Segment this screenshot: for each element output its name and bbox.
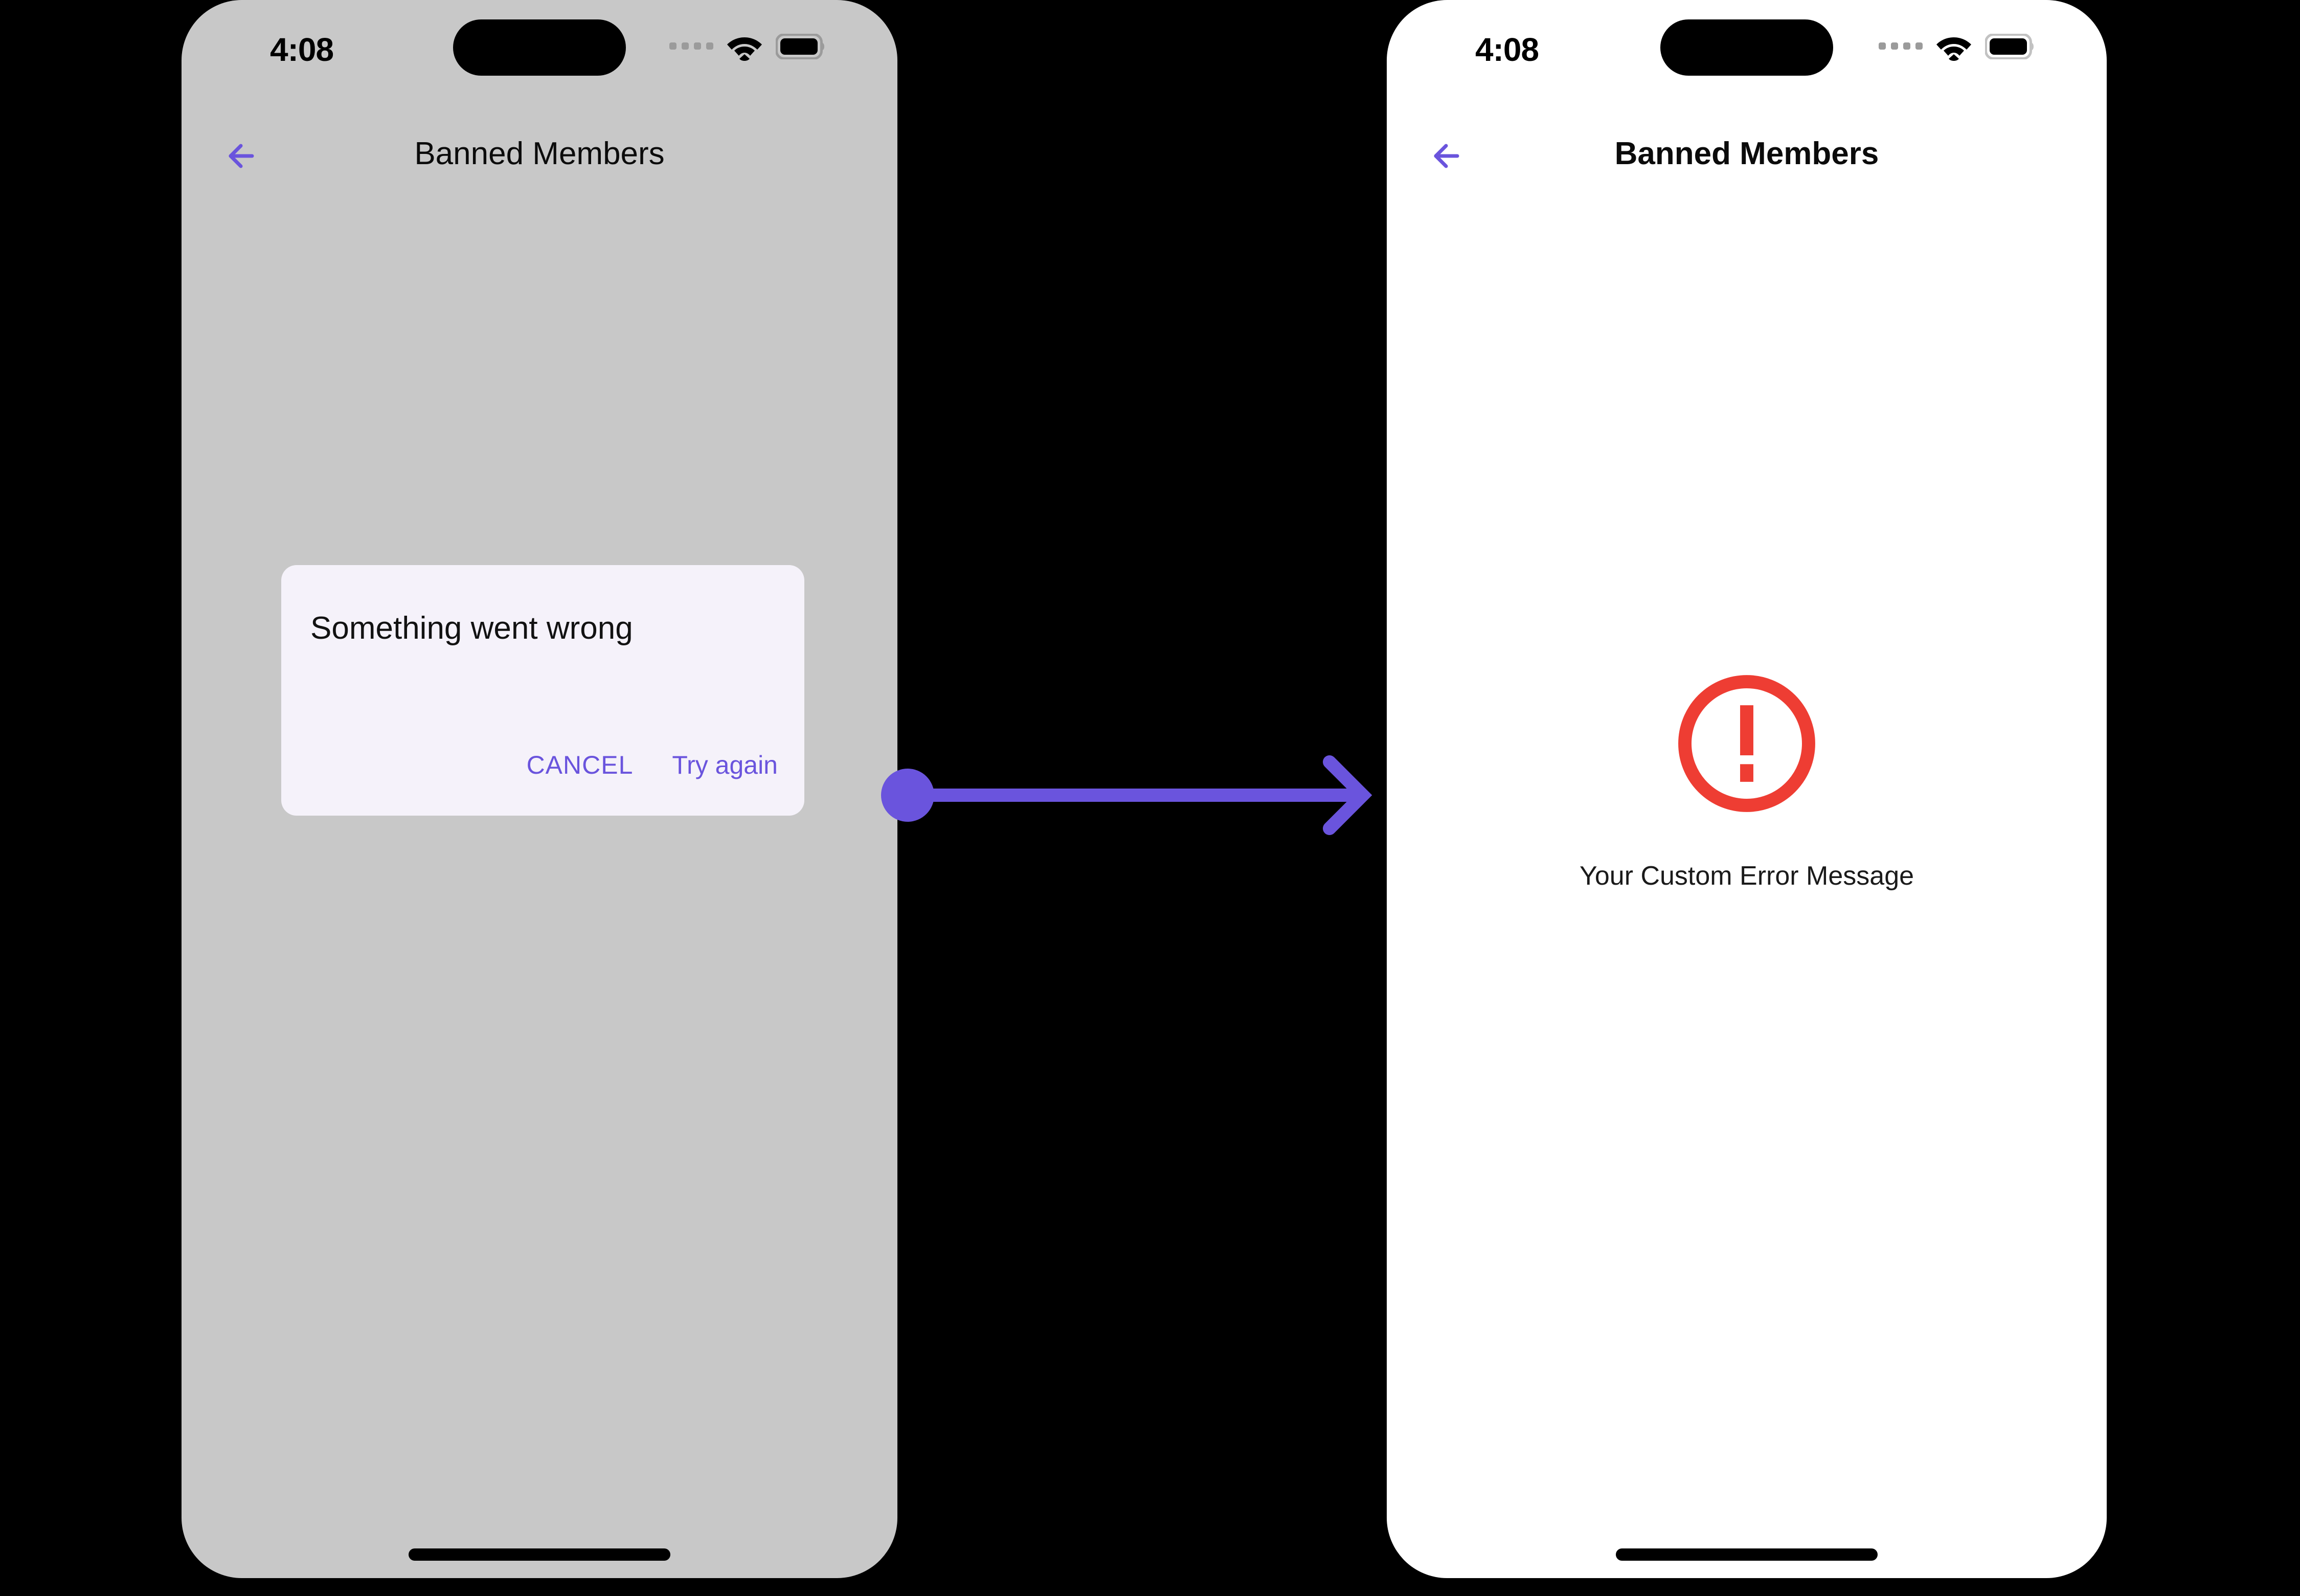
phone-screen-dialog: 4:08 Banned Members Something we	[182, 0, 897, 1578]
status-indicators	[669, 32, 826, 61]
flow-connector-arrow	[881, 755, 1372, 835]
cancel-button[interactable]: CANCEL	[526, 751, 634, 779]
wifi-icon	[727, 37, 762, 61]
wifi-icon	[1936, 37, 1971, 61]
status-bar: 4:08	[182, 0, 897, 107]
back-button[interactable]	[223, 136, 264, 179]
signal-dots-icon	[669, 42, 713, 50]
signal-dots-icon	[1879, 42, 1923, 50]
arrow-left-icon	[1434, 144, 1459, 168]
nav-bar: Banned Members	[1387, 130, 2107, 192]
home-indicator[interactable]	[1616, 1548, 1878, 1561]
back-button[interactable]	[1429, 136, 1470, 179]
status-time: 4:08	[1475, 31, 1539, 68]
page-title: Banned Members	[414, 136, 665, 171]
error-exclamation-circle-icon	[1673, 670, 1820, 817]
error-dialog: Something went wrong CANCEL Try again	[281, 565, 804, 816]
nav-bar: Banned Members	[182, 130, 897, 192]
battery-full-icon	[776, 34, 824, 59]
page-title: Banned Members	[1614, 136, 1879, 171]
dynamic-island	[453, 19, 626, 76]
connector-arrowhead-icon	[1323, 755, 1372, 835]
dialog-actions: CANCEL Try again	[527, 750, 778, 780]
battery-full-icon	[1985, 34, 2034, 59]
home-indicator[interactable]	[409, 1548, 670, 1561]
dynamic-island	[1660, 19, 1833, 76]
phone-screen-error: 4:08 Banned Members	[1387, 0, 2107, 1578]
status-indicators	[1879, 32, 2035, 61]
status-bar: 4:08	[1387, 0, 2107, 107]
error-message: Your Custom Error Message	[1579, 861, 1914, 891]
try-again-button[interactable]: Try again	[672, 751, 778, 779]
dialog-title: Something went wrong	[310, 611, 633, 646]
error-state: Your Custom Error Message	[1387, 670, 2107, 891]
status-time: 4:08	[270, 31, 334, 68]
arrow-left-icon	[229, 144, 254, 168]
